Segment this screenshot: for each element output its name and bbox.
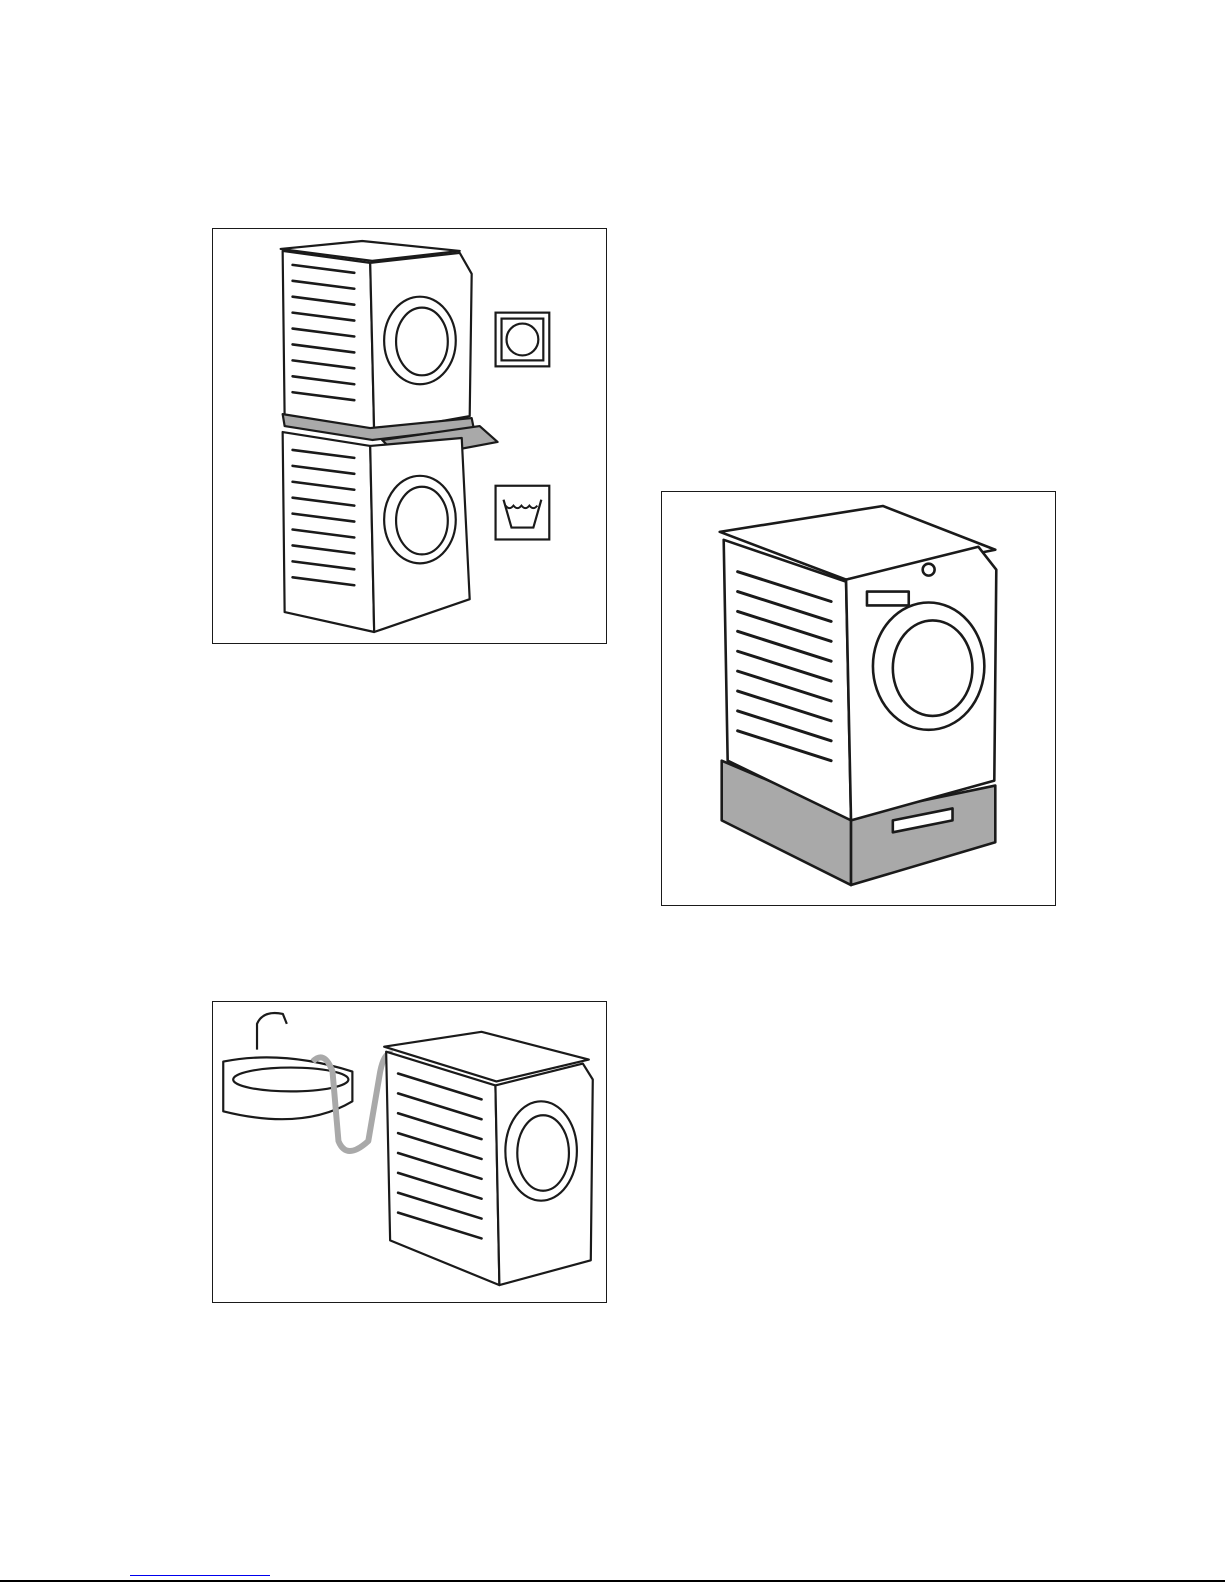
- washing-symbol: [496, 486, 550, 540]
- dryer-front: [846, 547, 996, 821]
- drain-hose-figure: [212, 1001, 607, 1303]
- washer-side: [283, 432, 375, 632]
- dryer-on-plinth-illustration: [662, 492, 1055, 905]
- washer-front: [370, 438, 469, 632]
- stacking-kit-figure: [212, 228, 607, 644]
- dryer-side: [283, 251, 375, 433]
- dryer-drain-illustration: [213, 1002, 606, 1302]
- tap: [257, 1013, 287, 1050]
- footer-rule: [0, 1580, 1225, 1582]
- stacked-appliances-illustration: [213, 229, 606, 643]
- plinth-figure: [661, 491, 1056, 906]
- control-display: [867, 592, 909, 606]
- tumble-dry-symbol: [496, 313, 550, 367]
- footer-link-underline[interactable]: [130, 1575, 270, 1576]
